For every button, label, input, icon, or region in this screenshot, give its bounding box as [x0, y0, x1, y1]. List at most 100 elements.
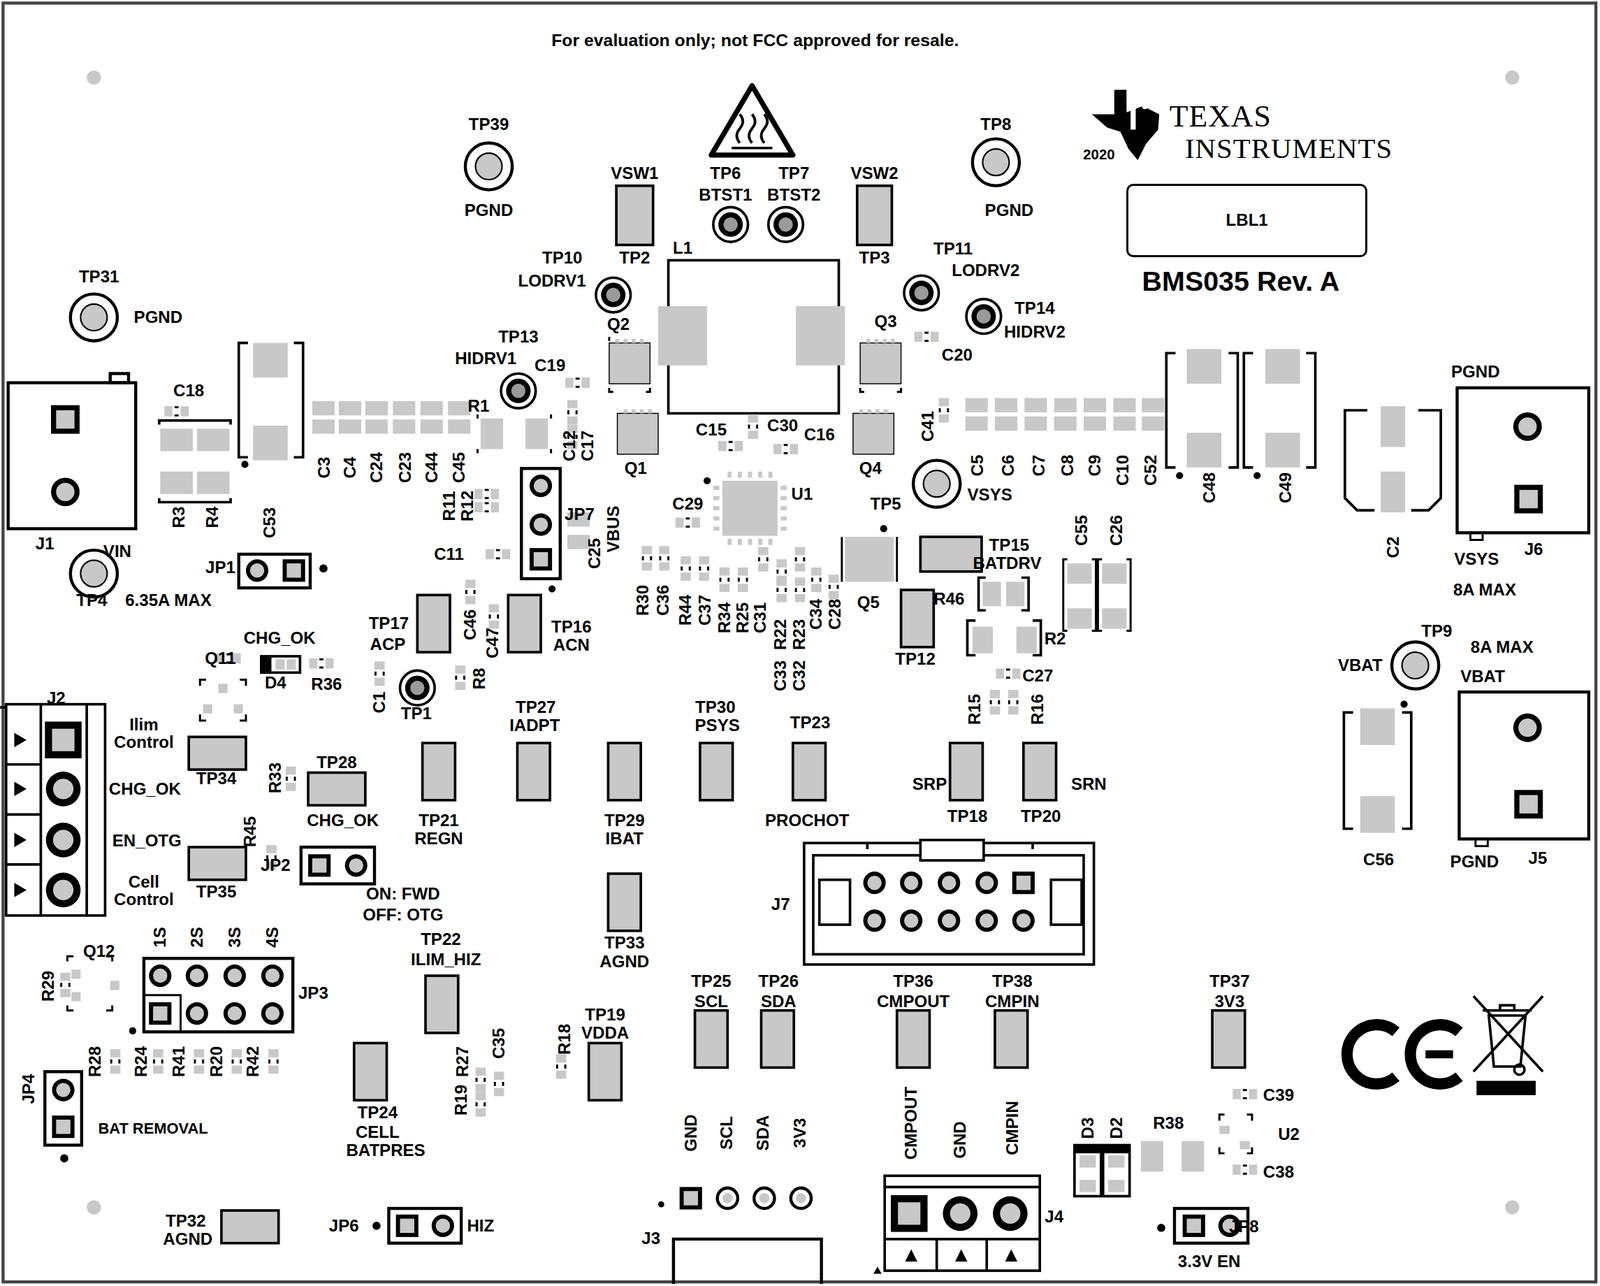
- small-passives: [795, 547, 806, 572]
- resistors: [197, 471, 230, 494]
- capacitor-banks: [1113, 416, 1136, 431]
- silkscreen-label: J4: [1044, 1207, 1064, 1225]
- silkscreen-label: TP14: [1014, 299, 1056, 317]
- silkscreen-label: TP25: [691, 971, 732, 990]
- small-passives: [1232, 1088, 1257, 1100]
- silkscreen-label: J6: [1524, 540, 1544, 558]
- resistors: [1016, 626, 1037, 654]
- silkscreen-label: TP29: [604, 811, 645, 830]
- silkscreen-label: C12: [560, 430, 578, 462]
- silkscreen-label: C19: [534, 356, 566, 374]
- silkscreen-label: C23: [396, 452, 414, 483]
- test-point-circles: [904, 275, 940, 311]
- header-connectors: [897, 1201, 921, 1225]
- semiconductors: [110, 980, 120, 990]
- ribbon-connector: [975, 871, 998, 894]
- semiconductors: [261, 656, 300, 673]
- test-point-circles: [465, 142, 513, 190]
- power-connectors: [51, 405, 80, 434]
- semiconductors: [218, 683, 228, 693]
- silkscreen-label: R8: [470, 667, 489, 690]
- small-passives: [164, 405, 189, 417]
- silkscreen-label: C41: [918, 410, 937, 442]
- silkscreen-label: SDA: [754, 1115, 773, 1151]
- power-connectors: [8, 373, 1589, 846]
- ribbon-connector: [1031, 842, 1035, 849]
- header-connectors: [759, 1192, 770, 1204]
- silkscreen-label: C6: [999, 454, 1017, 477]
- resistors: [1006, 581, 1025, 606]
- silkscreen-label: PGND: [464, 201, 514, 219]
- terminal-block: [13, 832, 27, 847]
- resistors: [159, 420, 231, 503]
- semiconductors: [67, 955, 112, 1010]
- test-point-pads: [588, 1042, 622, 1100]
- test-point-pads: [417, 594, 450, 652]
- test-point-pads: [700, 742, 733, 800]
- silkscreen-label: PGND: [134, 308, 184, 327]
- power-stage: [844, 536, 894, 582]
- capacitor-banks: [1054, 398, 1077, 413]
- bulk-capacitors: [1067, 607, 1093, 629]
- silkscreen-label: R25: [734, 601, 752, 633]
- test-point-pads: [507, 594, 541, 652]
- power-connectors: [1518, 718, 1537, 737]
- power-connectors: [55, 410, 75, 429]
- silkscreen-label: TP16: [551, 617, 592, 636]
- silkscreen-label: 3S: [225, 926, 244, 947]
- power-stage: [860, 338, 901, 384]
- silkscreen-label: IADPT: [509, 716, 560, 735]
- header-connectors: [890, 1194, 928, 1232]
- board-outline: [1504, 1199, 1519, 1214]
- small-passives: [489, 604, 500, 629]
- silkscreen-label: CMPOUT: [902, 1085, 921, 1159]
- ti-logo: [1141, 102, 1148, 109]
- capacitor-banks: [420, 419, 443, 434]
- ribbon-connector: [863, 908, 886, 932]
- capacitor-banks: [1054, 416, 1077, 431]
- test-point-circles: [70, 294, 118, 341]
- silkscreen-label: C30: [767, 416, 798, 434]
- terminal-block: [6, 762, 42, 766]
- header-connectors: [884, 1237, 1040, 1241]
- header-connectors: [795, 1192, 807, 1204]
- header-connectors: [884, 1185, 1040, 1189]
- capacitor-banks: [1141, 398, 1165, 413]
- silkscreen-label: R3: [169, 506, 188, 529]
- small-passives: [231, 1048, 243, 1074]
- capacitor-banks: [365, 419, 388, 434]
- silkscreen-label: BATPRES: [345, 1140, 425, 1159]
- silkscreen-label: REGN: [414, 830, 464, 848]
- silkscreen-label: C29: [672, 495, 703, 513]
- small-passives: [995, 668, 1021, 680]
- silkscreen-label: C25: [586, 537, 604, 569]
- silkscreen-label: TP30: [695, 697, 736, 716]
- power-stage: [729, 487, 770, 529]
- silkscreen-label: AGND: [599, 952, 650, 970]
- terminal-block: [46, 872, 82, 908]
- small-passives: [474, 488, 499, 499]
- board-outline: [86, 1199, 101, 1214]
- resistors: [159, 414, 1205, 1172]
- terminal-block: [46, 822, 82, 858]
- silkscreen-label: R22: [772, 619, 790, 650]
- silkscreen-label: C9: [1085, 454, 1104, 477]
- resistors: [1140, 1140, 1164, 1172]
- jumpers: [44, 468, 1248, 1243]
- capacitor-banks: [338, 419, 362, 434]
- small-passives: [1008, 689, 1019, 715]
- test-point-circles: [1391, 642, 1439, 689]
- ribbon-connector: [1050, 879, 1082, 925]
- bulk-capacitors: [1360, 795, 1396, 833]
- terminal-block: [0, 704, 105, 916]
- jumpers: [185, 1001, 209, 1025]
- silkscreen-label: TP13: [498, 327, 539, 346]
- semiconductors: [199, 679, 246, 721]
- silkscreen-label: TP4: [76, 591, 107, 609]
- ribbon-connector: [937, 871, 960, 894]
- silkscreen-label: Q1: [624, 459, 647, 478]
- silkscreen-label: CHG_OK: [243, 628, 316, 647]
- resistors: [160, 428, 193, 451]
- small-passives: [285, 766, 297, 791]
- silkscreen-label: TP32: [165, 1211, 207, 1229]
